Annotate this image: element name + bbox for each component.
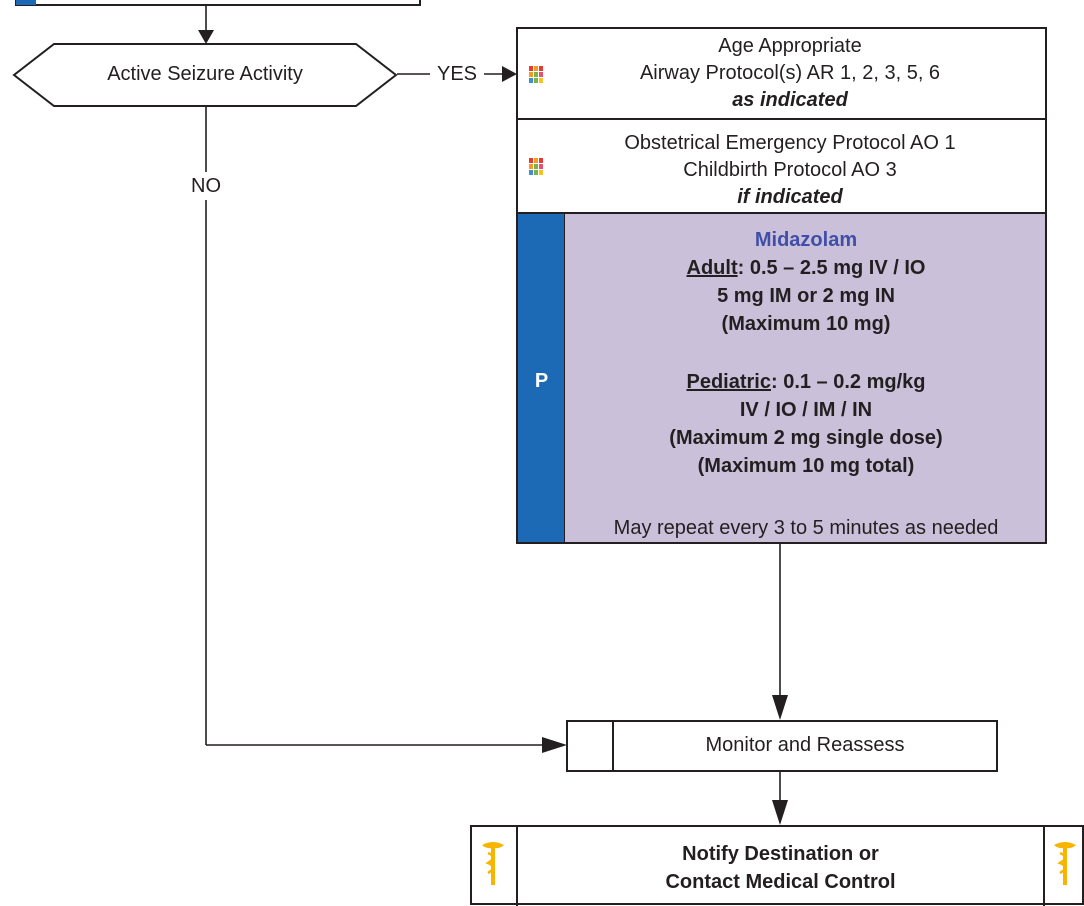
decision-hexagon xyxy=(12,43,398,107)
obstetrical-protocol-box xyxy=(516,118,1047,214)
peds-dose: : 0.1 – 0.2 mg/kg xyxy=(770,371,926,393)
adult-dose: : 0.5 – 2.5 mg IV / IO xyxy=(737,257,926,279)
adult-line-3: (Maximum 10 mg) xyxy=(721,313,891,335)
peds-line-2: IV / IO / IM / IN xyxy=(739,399,873,421)
monitor-tag-divider xyxy=(612,721,614,771)
ob-line-2: Childbirth Protocol AO 3 xyxy=(683,159,897,181)
airway-line-3: as indicated xyxy=(732,89,848,111)
midazolam-title: Midazolam xyxy=(754,229,858,251)
airway-line-1: Age Appropriate xyxy=(718,35,862,57)
monitor-box xyxy=(566,720,998,772)
no-label: NO xyxy=(191,175,221,197)
adult-label: Adult xyxy=(686,257,738,279)
airway-protocol-box xyxy=(516,27,1047,120)
protocol-grid-icon xyxy=(529,158,543,175)
prior-step-tag xyxy=(16,0,36,5)
repeat-note: May repeat every 3 to 5 minutes as neede… xyxy=(613,517,999,539)
notify-line-2: Contact Medical Control xyxy=(665,871,896,893)
peds-dose-line: Pediatric: 0.1 – 0.2 mg/kg xyxy=(568,370,1044,395)
notify-left-divider xyxy=(516,826,518,906)
decision-label: Active Seizure Activity xyxy=(107,63,303,85)
caduceus-icon xyxy=(482,842,504,885)
peds-label: Pediatric xyxy=(686,371,771,393)
peds-line-4: (Maximum 10 mg total) xyxy=(697,455,915,477)
paramedic-tag xyxy=(518,214,565,542)
notify-right-divider xyxy=(1043,826,1045,906)
midazolam-box xyxy=(516,212,1047,544)
protocol-grid-icon xyxy=(529,66,543,83)
ob-line-3: if indicated xyxy=(737,186,843,208)
adult-dose-line: Adult: 0.5 – 2.5 mg IV / IO xyxy=(568,256,1044,281)
yes-label: YES xyxy=(436,63,478,85)
ob-line-1: Obstetrical Emergency Protocol AO 1 xyxy=(624,132,956,154)
adult-line-2: 5 mg IM or 2 mg IN xyxy=(717,285,895,307)
prior-step-box xyxy=(15,0,421,6)
notify-line-1: Notify Destination or xyxy=(682,843,879,865)
notify-box xyxy=(470,825,1084,905)
peds-line-3: (Maximum 2 mg single dose) xyxy=(669,427,943,449)
caduceus-icon xyxy=(1054,842,1076,885)
monitor-label: Monitor and Reassess xyxy=(705,734,905,756)
airway-line-2: Airway Protocol(s) AR 1, 2, 3, 5, 6 xyxy=(639,62,941,84)
paramedic-tag-label: P xyxy=(534,370,549,392)
